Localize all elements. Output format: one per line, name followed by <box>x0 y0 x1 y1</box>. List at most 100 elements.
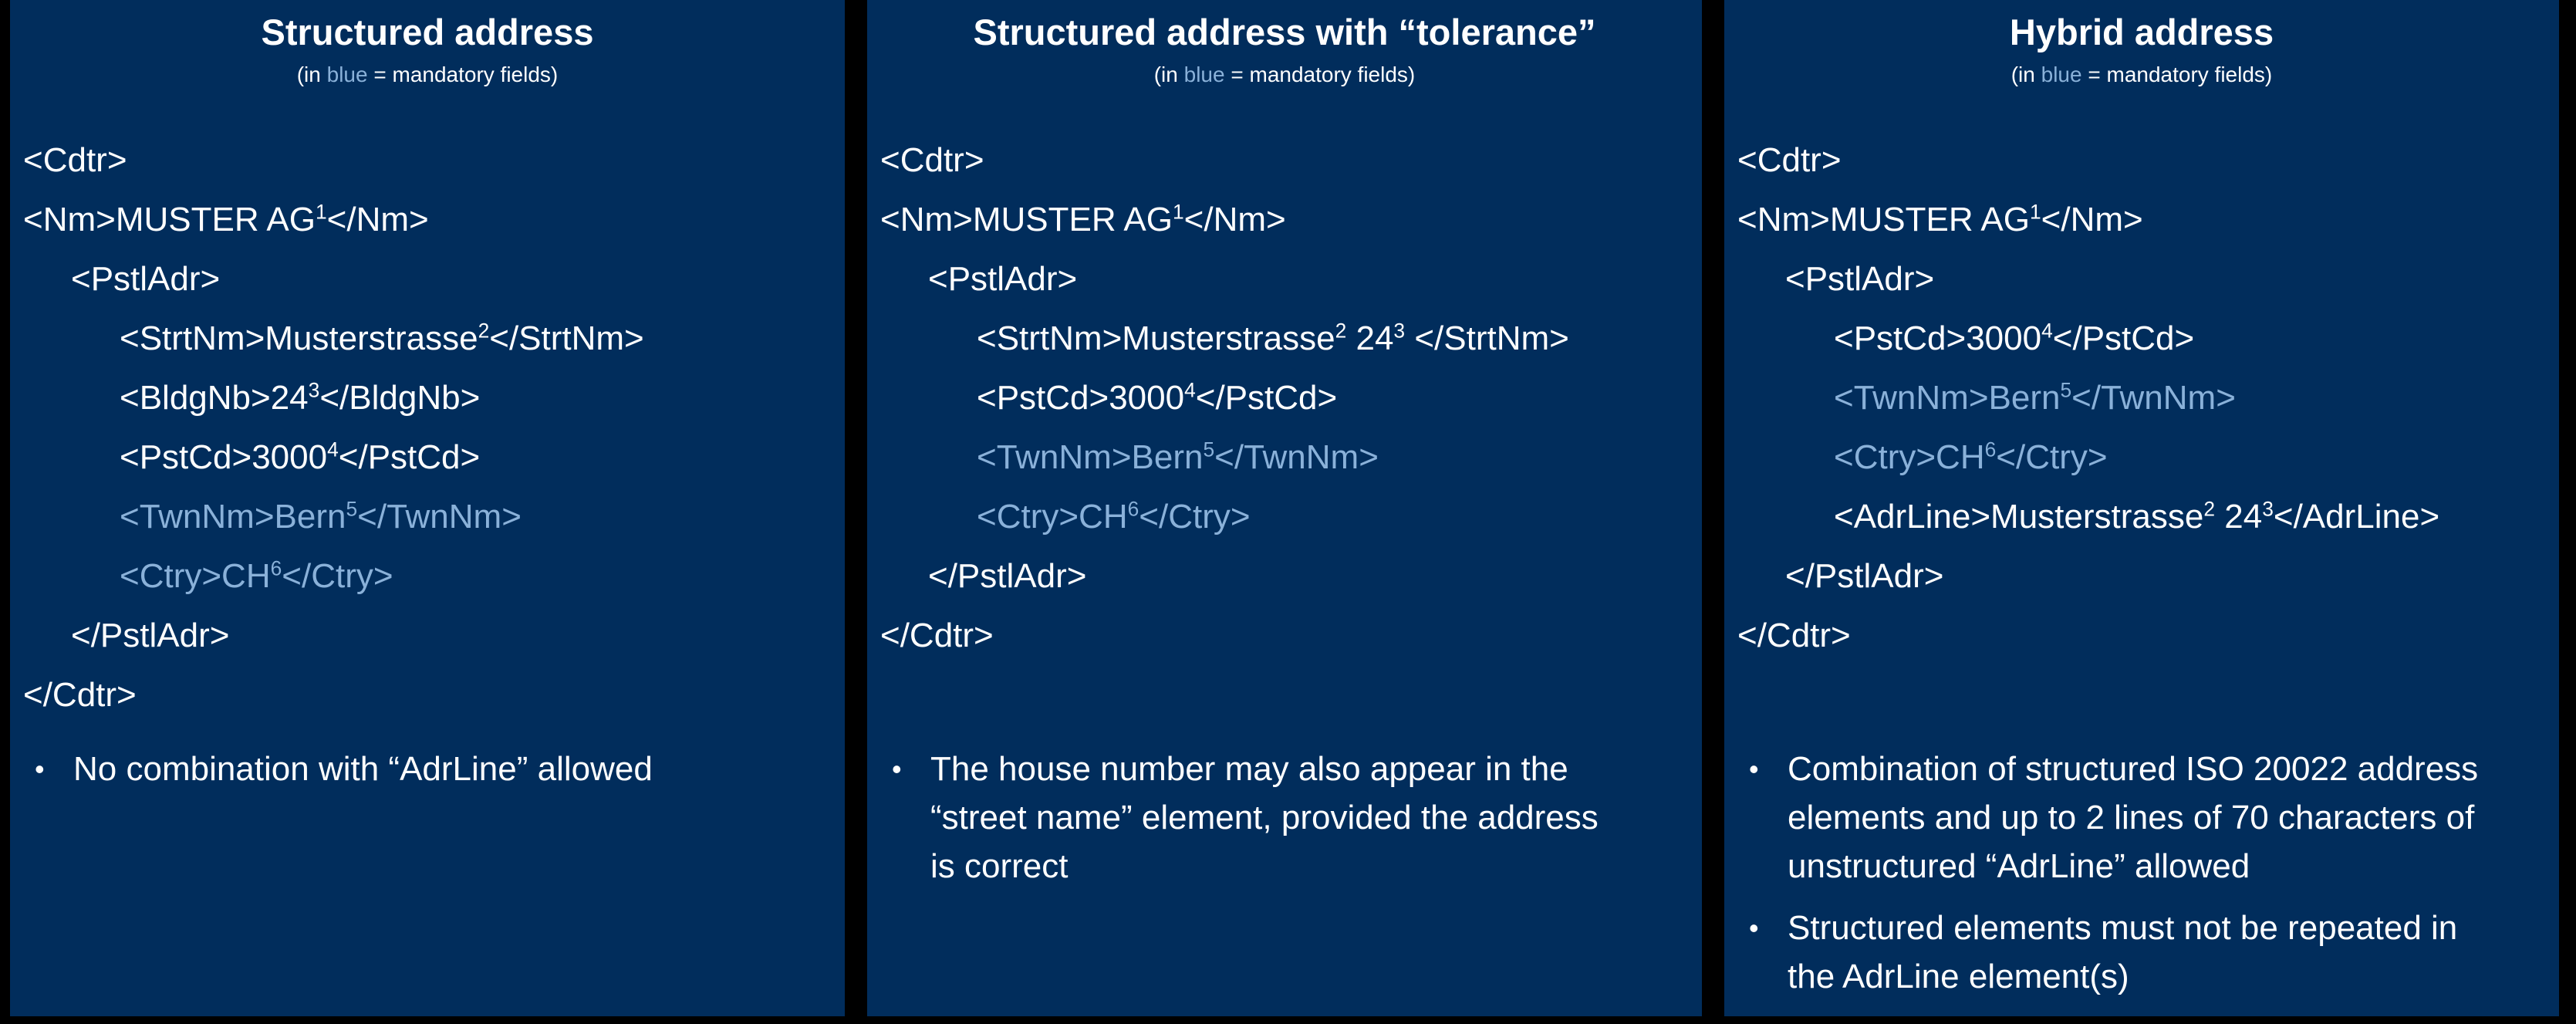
code-text: <Nm>MUSTER AG <box>880 201 1173 238</box>
code-text: <PstlAdr> <box>928 260 1078 298</box>
code-line: <PstlAdr> <box>10 249 845 309</box>
bullet-text: Combination of structured ISO 20022 addr… <box>1788 750 2479 885</box>
code-line: <Cdtr> <box>867 130 1702 190</box>
panel-title: Hybrid address <box>2009 12 2274 52</box>
footnote-ref: 1 <box>2029 200 2041 224</box>
code-text: <Cdtr> <box>23 141 127 179</box>
list-item: • The house number may also appear in the… <box>867 745 1688 891</box>
bullet-text: Structured elements must not be repeated… <box>1788 909 2458 995</box>
code-line: <Nm>MUSTER AG1</Nm> <box>867 190 1702 249</box>
code-line: <Ctry>CH6</Ctry> <box>1724 428 2559 487</box>
code-text: <PstCd>3000 <box>977 379 1185 417</box>
code-text: </PstCd> <box>1195 379 1338 417</box>
code-text: 24 <box>2215 498 2263 536</box>
notes-list: • No combination with “AdrLine” allowed <box>10 745 831 806</box>
code-text: </Cdtr> <box>23 676 137 714</box>
code-text: </TwnNm> <box>357 498 522 536</box>
list-item: • Structured elements must not be repeate… <box>1724 904 2545 1001</box>
code-line: <StrtNm>Musterstrasse2 243 </StrtNm> <box>867 309 1702 368</box>
code-text: </TwnNm> <box>1214 438 1379 476</box>
code-text: </TwnNm> <box>2071 379 2236 417</box>
code-line: </Cdtr> <box>10 665 845 725</box>
code-text: </PstCd> <box>2052 319 2195 357</box>
bullet-text: No combination with “AdrLine” allowed <box>73 750 653 788</box>
code-line: <BldgNb>243</BldgNb> <box>10 368 845 428</box>
footnote-ref: 5 <box>346 497 358 521</box>
footnote-ref: 1 <box>1172 200 1184 224</box>
panel-title: Structured address <box>261 12 594 52</box>
subtitle-suffix: = mandatory fields) <box>367 63 559 86</box>
panel-subtitle: (in blue = mandatory fields) <box>10 61 845 89</box>
panel-subtitle: (in blue = mandatory fields) <box>1724 61 2559 89</box>
code-line: <TwnNm>Bern5</TwnNm> <box>10 487 845 546</box>
code-text: </Ctry> <box>282 557 393 595</box>
footnote-ref: 6 <box>1127 497 1139 521</box>
panel-subtitle: (in blue = mandatory fields) <box>867 61 1702 89</box>
footnote-ref: 6 <box>270 556 282 580</box>
footnote-ref: 3 <box>2262 497 2274 521</box>
code-line: <PstCd>30004</PstCd> <box>867 368 1702 428</box>
code-text: <Ctry>CH <box>120 557 271 595</box>
subtitle-highlight: blue <box>1183 63 1225 86</box>
code-text: <AdrLine>Musterstrasse <box>1834 498 2204 536</box>
code-text: </Ctry> <box>1996 438 2108 476</box>
code-text: <Ctry>CH <box>1834 438 1985 476</box>
code-text: <StrtNm>Musterstrasse <box>977 319 1335 357</box>
code-line: <PstCd>30004</PstCd> <box>1724 309 2559 368</box>
code-line: <TwnNm>Bern5</TwnNm> <box>867 428 1702 487</box>
footnote-ref: 2 <box>1335 319 1347 343</box>
code-text: </StrtNm> <box>1405 319 1569 357</box>
subtitle-highlight: blue <box>326 63 368 86</box>
subtitle-prefix: (in <box>296 63 327 86</box>
footnote-ref: 4 <box>1184 378 1196 402</box>
subtitle-suffix: = mandatory fields) <box>1224 63 1416 86</box>
code-line: <PstlAdr> <box>867 249 1702 309</box>
xml-code-block: <Cdtr> <Nm>MUSTER AG1</Nm> <PstlAdr> <Ps… <box>1724 130 2559 665</box>
bullet-dot-icon: • <box>1749 753 1759 785</box>
subtitle-highlight: blue <box>2041 63 2082 86</box>
footnote-ref: 1 <box>315 200 327 224</box>
code-line: <TwnNm>Bern5</TwnNm> <box>1724 368 2559 428</box>
code-text: </PstCd> <box>338 438 481 476</box>
footnote-ref: 3 <box>1393 319 1406 343</box>
code-line: <Nm>MUSTER AG1</Nm> <box>10 190 845 249</box>
code-line: </PstlAdr> <box>1724 546 2559 606</box>
code-text: </Ctry> <box>1139 498 1251 536</box>
code-line: <StrtNm>Musterstrasse2</StrtNm> <box>10 309 845 368</box>
code-text: <PstlAdr> <box>1785 260 1935 298</box>
code-text: </PstlAdr> <box>71 617 230 654</box>
code-text: <TwnNm>Bern <box>977 438 1204 476</box>
footnote-ref: 5 <box>2060 378 2072 402</box>
footnote-ref: 2 <box>2203 497 2216 521</box>
bullet-dot-icon: • <box>35 753 45 785</box>
panel-structured-address: Structured address (in blue = mandatory … <box>10 0 845 1016</box>
code-text: <PstlAdr> <box>71 260 221 298</box>
code-line: <PstCd>30004</PstCd> <box>10 428 845 487</box>
footnote-ref: 5 <box>1203 438 1215 461</box>
xml-code-block: <Cdtr> <Nm>MUSTER AG1</Nm> <PstlAdr> <St… <box>867 130 1702 665</box>
code-line: </PstlAdr> <box>867 546 1702 606</box>
code-text: 24 <box>1346 319 1394 357</box>
code-line: <Nm>MUSTER AG1</Nm> <box>1724 190 2559 249</box>
bullet-dot-icon: • <box>1749 912 1759 944</box>
footnote-ref: 4 <box>327 438 339 461</box>
code-text: </PstlAdr> <box>928 557 1087 595</box>
code-text: <StrtNm>Musterstrasse <box>120 319 478 357</box>
code-line: </Cdtr> <box>1724 606 2559 665</box>
code-text: </BldgNb> <box>319 379 481 417</box>
code-text: <Nm>MUSTER AG <box>23 201 316 238</box>
code-text: <BldgNb>24 <box>120 379 309 417</box>
bullet-dot-icon: • <box>892 753 902 785</box>
code-line: <AdrLine>Musterstrasse2 243</AdrLine> <box>1724 487 2559 546</box>
code-text: </AdrLine> <box>2273 498 2440 536</box>
subtitle-prefix: (in <box>2010 63 2041 86</box>
code-text: </Cdtr> <box>880 617 994 654</box>
footnote-ref: 6 <box>1984 438 1997 461</box>
code-line: <Cdtr> <box>1724 130 2559 190</box>
code-text: </Nm> <box>326 201 429 238</box>
bullet-text: The house number may also appear in the … <box>930 750 1599 885</box>
code-text: <Ctry>CH <box>977 498 1128 536</box>
code-text: </Cdtr> <box>1737 617 1851 654</box>
panel-hybrid-address: Hybrid address (in blue = mandatory fiel… <box>1724 0 2559 1016</box>
code-text: <Nm>MUSTER AG <box>1737 201 2030 238</box>
